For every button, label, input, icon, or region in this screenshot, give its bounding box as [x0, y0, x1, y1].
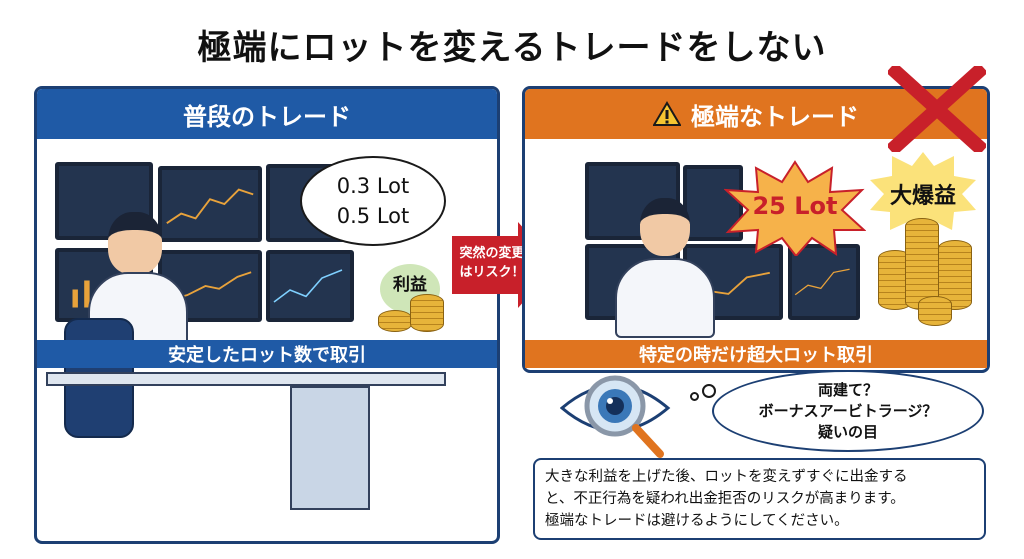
monitor	[266, 250, 354, 322]
extreme-trade-banner: 特定の時だけ超大ロット取引	[525, 340, 987, 368]
normal-trade-caption: 安定したロット数で取引	[168, 345, 366, 366]
normal-trade-title: 普段のトレード	[183, 102, 351, 131]
thought-line: 両建て？	[817, 380, 878, 399]
trader-head	[108, 212, 162, 274]
risk-line: 突然の変更	[459, 246, 525, 261]
red-x-icon	[888, 66, 986, 152]
page-title: 極端にロットを変えるトレードをしない	[197, 28, 827, 68]
thought-line: 疑いの目	[817, 422, 878, 441]
lot-burst-text: 25 Lot	[752, 192, 838, 220]
lot-text: 0.5 Lot	[336, 204, 410, 228]
risk-line: はリスク！	[459, 265, 525, 280]
coin-stack	[410, 294, 444, 332]
normal-trade-banner: 安定したロット数で取引	[37, 340, 497, 368]
warning-note-box: 大きな利益を上げた後、ロットを変えずすぐに出金する と、不正行為を疑われ出金拒否…	[533, 458, 986, 540]
stressed-trader-body	[615, 258, 715, 338]
lot-text: 0.3 Lot	[336, 174, 410, 198]
risk-arrow-label: 突然の変更 はリスク！	[456, 244, 528, 282]
suspicion-thought-bubble: 両建て？ ボーナスアービトラージ？ 疑いの目	[712, 370, 984, 452]
warning-triangle-icon	[653, 101, 681, 126]
desk-drawers	[290, 386, 370, 510]
eye-magnifier-icon	[560, 375, 671, 458]
coin-stack	[918, 296, 952, 326]
lot-speech-bubble: 0.3 Lot 0.5 Lot	[300, 156, 446, 246]
lot-burst-icon	[724, 160, 866, 256]
note-line: 極端なトレードは避けるようにしてください。	[545, 513, 849, 529]
desk	[46, 372, 446, 386]
coin-stack	[378, 310, 412, 332]
note-line: 大きな利益を上げた後、ロットを変えずすぐに出金する	[545, 469, 908, 485]
note-line: と、不正行為を疑われ出金拒否のリスクが高まります。	[545, 491, 905, 507]
normal-trade-header: 普段のトレード	[37, 89, 497, 139]
thought-dot	[690, 392, 699, 401]
profit-burst-text: 大爆益	[889, 184, 956, 209]
stressed-trader-head	[640, 198, 690, 256]
thought-line: ボーナスアービトラージ？	[758, 401, 938, 420]
profit-label: 利益	[393, 275, 427, 295]
profit-burst-icon	[870, 152, 976, 230]
extreme-trade-title: 極端なトレード	[691, 102, 859, 131]
thought-dot	[702, 384, 716, 398]
extreme-trade-caption: 特定の時だけ超大ロット取引	[639, 345, 873, 366]
monitor	[158, 166, 262, 242]
